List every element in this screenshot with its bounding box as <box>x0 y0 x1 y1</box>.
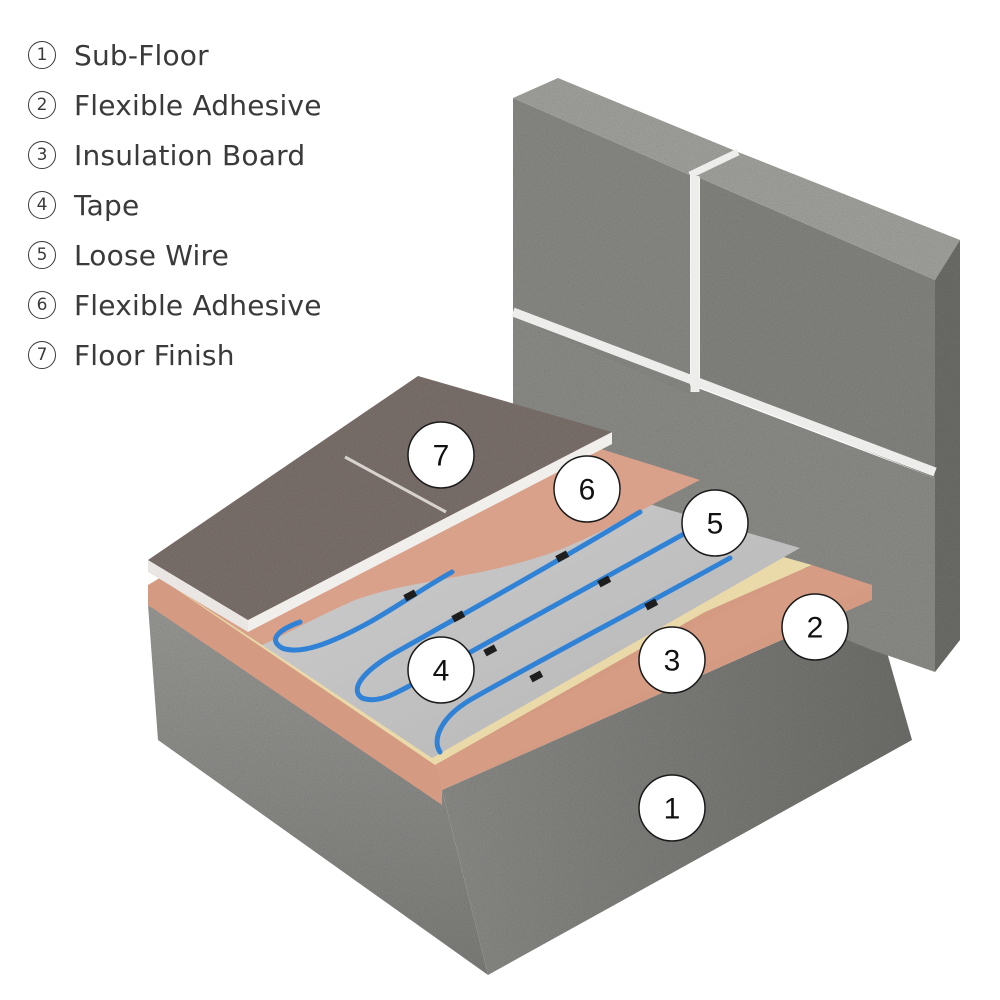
legend-item-flexible-adhesive-2: 6 Flexible Adhesive <box>28 280 322 330</box>
wall-mortar-joint-horizontal <box>511 307 937 477</box>
legend-number: 7 <box>28 341 56 369</box>
tape-piece <box>451 610 466 623</box>
callout-2: 2 <box>781 593 849 661</box>
legend-label: Sub-Floor <box>74 38 209 72</box>
callout-6: 6 <box>553 455 621 523</box>
legend-item-loose-wire: 5 Loose Wire <box>28 230 322 280</box>
wall-mortar-joint-top <box>688 148 740 179</box>
callout-number: 6 <box>579 474 596 507</box>
tape-piece <box>597 575 612 588</box>
legend-item-floor-finish: 7 Floor Finish <box>28 330 322 380</box>
floor-finish-tiles <box>148 376 612 632</box>
legend-label: Flexible Adhesive <box>74 88 322 122</box>
legend-number: 5 <box>28 241 56 269</box>
callout-number: 2 <box>807 612 824 645</box>
legend-label: Loose Wire <box>74 238 230 272</box>
wall-top-face <box>513 78 960 280</box>
callout-4: 4 <box>407 636 475 704</box>
tape-piece <box>403 589 418 602</box>
callout-3: 3 <box>638 626 706 694</box>
tape-piece <box>644 598 659 611</box>
callout-7: 7 <box>407 421 475 489</box>
legend-number: 1 <box>28 41 56 69</box>
legend-item-insulation-board: 3 Insulation Board <box>28 130 322 180</box>
tape-piece <box>529 670 544 683</box>
legend-number: 6 <box>28 291 56 319</box>
tile-front-edge <box>248 432 612 632</box>
legend-number: 2 <box>28 91 56 119</box>
wire-run-3 <box>434 555 733 755</box>
legend-item-flexible-adhesive: 2 Flexible Adhesive <box>28 80 322 130</box>
legend-number: 4 <box>28 191 56 219</box>
tape-strips <box>403 550 659 683</box>
callout-5: 5 <box>681 489 749 557</box>
wall-side-face <box>935 240 960 672</box>
callout-number: 1 <box>664 793 681 826</box>
callout-number: 5 <box>707 508 724 541</box>
legend-label: Insulation Board <box>74 138 306 172</box>
slab-left-face <box>148 605 488 975</box>
tile-side-edge <box>148 560 248 632</box>
tile-surface <box>148 376 612 620</box>
legend-item-tape: 4 Tape <box>28 180 322 230</box>
tile-joint <box>344 455 447 514</box>
callout-number: 4 <box>433 655 450 688</box>
callout-number: 7 <box>433 440 450 473</box>
legend-number: 3 <box>28 141 56 169</box>
tape-piece <box>555 550 570 563</box>
legend-item-sub-floor: 1 Sub-Floor <box>28 30 322 80</box>
legend-label: Floor Finish <box>74 338 235 372</box>
wall-upper-left-block <box>513 98 690 395</box>
callout-1: 1 <box>638 774 706 842</box>
legend-label: Flexible Adhesive <box>74 288 322 322</box>
tape-piece <box>483 644 498 657</box>
callout-number: 3 <box>664 645 681 678</box>
legend-label: Tape <box>74 188 140 222</box>
